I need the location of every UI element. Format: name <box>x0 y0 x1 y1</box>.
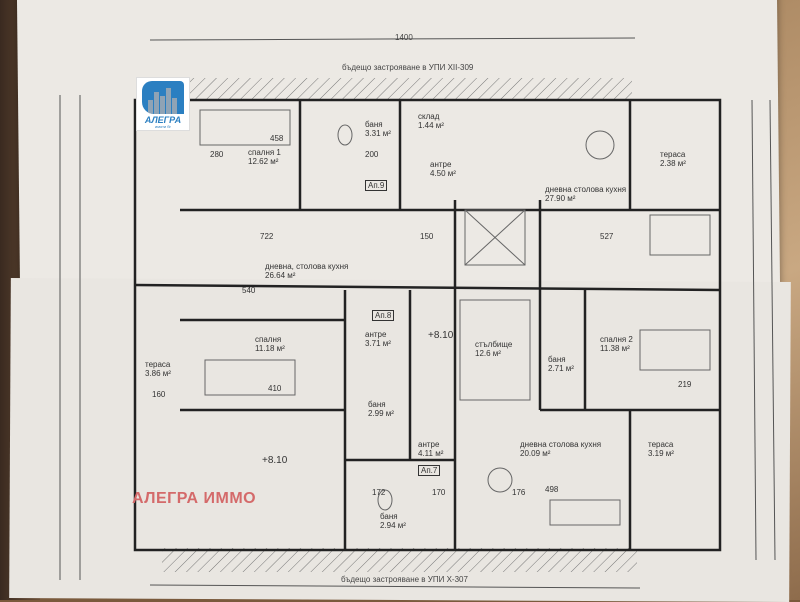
neighbor-hatch-top <box>152 78 632 100</box>
dimension-lines <box>59 37 776 589</box>
room-name: тераса <box>648 440 674 449</box>
room-area: 11.18 м² <box>255 344 285 353</box>
room-name: спалня 1 <box>248 148 281 157</box>
room-name: стълбище <box>475 340 513 349</box>
logo-buildings-icon <box>142 81 184 114</box>
dimension-label: 540 <box>242 286 256 295</box>
dimension-label: 280 <box>210 150 224 159</box>
watermark: АЛЕГРА ИММО <box>132 490 257 507</box>
dimension-label: 172 <box>372 488 386 497</box>
agency-logo: АЛЕГРА имоти бг <box>136 77 190 131</box>
room-area: 20.09 м² <box>520 449 551 458</box>
bottom-neighbor-label: бъдещо застрояване в УПИ X-307 <box>341 575 468 584</box>
room-area: 2.99 м² <box>368 409 394 418</box>
room-name: антре <box>365 330 387 339</box>
room-area: 26.64 м² <box>265 271 296 280</box>
room-area: 11.38 м² <box>600 344 630 353</box>
walls <box>133 98 722 552</box>
neighbor-hatch-bottom <box>162 548 637 572</box>
dimension-label: 150 <box>420 232 434 241</box>
top-neighbor-label: бъдещо застрояване в УПИ XII-309 <box>342 63 474 72</box>
room-name: спалня 2 <box>600 335 633 344</box>
room-name: баня <box>548 355 566 364</box>
room-name: антре <box>418 440 440 449</box>
logo-name: АЛЕГРА <box>144 115 182 125</box>
furniture <box>199 109 711 526</box>
dimension-label: 160 <box>152 390 166 399</box>
logo-subtitle: имоти бг <box>154 124 172 129</box>
apartment-label: Ап.7 <box>418 465 441 476</box>
room-area: 27.90 м² <box>545 194 576 203</box>
dimension-label: 219 <box>678 380 692 389</box>
level-mark: +8.10 <box>428 330 454 341</box>
room-name: антре <box>430 160 452 169</box>
room-area: 12.6 м² <box>475 349 501 358</box>
dimension-label: 200 <box>365 150 379 159</box>
dimension-label: 498 <box>545 485 559 494</box>
apartment-label: Ап.8 <box>372 310 395 321</box>
room-area: 12.62 м² <box>248 157 279 166</box>
overall-dimension: 1400 <box>395 33 413 42</box>
room-area: 4.50 м² <box>430 169 456 178</box>
room-name: баня <box>368 400 386 409</box>
room-name: дневна, столова кухня <box>265 262 349 271</box>
room-name: склад <box>418 112 440 121</box>
room-name: спалня <box>255 335 282 344</box>
dimension-label: 170 <box>432 488 446 497</box>
room-name: дневна столова кухня <box>545 185 627 194</box>
room-name: баня <box>380 512 398 521</box>
room-name: тераса <box>660 150 686 159</box>
level-mark: +8.10 <box>262 455 288 466</box>
dimension-label: 410 <box>268 384 282 393</box>
room-area: 3.31 м² <box>365 129 391 138</box>
room-area: 3.86 м² <box>145 369 171 378</box>
room-name: дневна столова кухня <box>520 440 602 449</box>
dimension-label: 458 <box>270 134 284 143</box>
room-area: 2.94 м² <box>380 521 406 530</box>
room-area: 2.71 м² <box>548 364 574 373</box>
dimension-label: 722 <box>260 232 274 241</box>
dimension-label: 527 <box>600 232 614 241</box>
apartment-label: Ап.9 <box>365 180 388 191</box>
room-name: баня <box>365 120 383 129</box>
room-area: 3.71 м² <box>365 339 391 348</box>
room-area: 2.38 м² <box>660 159 686 168</box>
room-area: 1.44 м² <box>418 121 444 130</box>
room-name: тераса <box>145 360 171 369</box>
room-area: 3.19 м² <box>648 449 674 458</box>
dimension-label: 176 <box>512 488 526 497</box>
room-area: 4.11 м² <box>418 449 444 458</box>
